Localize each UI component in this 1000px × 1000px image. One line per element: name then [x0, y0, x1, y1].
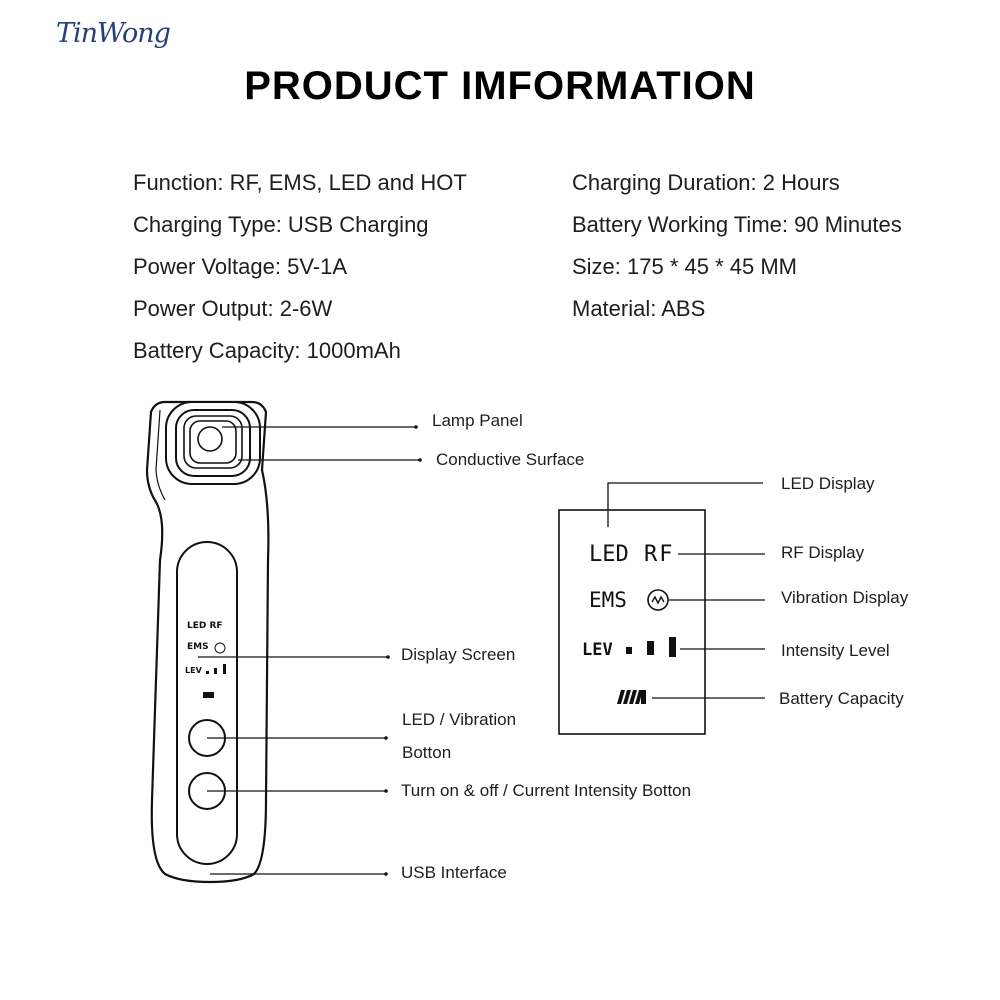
label-power-button: Turn on & off / Current Intensity Botton	[401, 781, 692, 800]
battery-segment-2	[623, 690, 631, 704]
mini-screen-ems: EMS	[187, 642, 209, 652]
mini-level-bar-3	[223, 664, 226, 674]
level-bar-2	[647, 641, 654, 655]
spec-material: Material: ABS	[572, 296, 706, 321]
mini-screen-lev: LEV	[185, 666, 202, 675]
mini-vibration-icon	[214, 642, 226, 654]
callout-dot	[418, 458, 422, 462]
label-conductive-surface: Conductive Surface	[436, 450, 585, 469]
label-intensity-level: Intensity Level	[781, 641, 890, 660]
page-title: PRODUCT IMFORMATION	[244, 64, 756, 108]
battery-segment-1	[617, 690, 625, 704]
label-rf-display: RF Display	[781, 543, 865, 562]
label-lamp-panel: Lamp Panel	[432, 411, 523, 430]
callout-dot	[384, 736, 388, 740]
spec-power-voltage: Power Voltage: 5V-1A	[133, 254, 348, 279]
lcd-ems-text: EMS	[589, 588, 627, 612]
lamp-panel-center	[197, 426, 223, 452]
device-body-inner-edge	[155, 409, 166, 501]
spec-function: Function: RF, EMS, LED and HOT	[133, 170, 467, 195]
spec-power-output: Power Output: 2-6W	[133, 296, 333, 321]
label-usb-interface: USB Interface	[401, 863, 507, 882]
vibration-wave	[651, 595, 665, 605]
mini-level-bar-2	[214, 668, 217, 674]
mini-battery-icon	[203, 692, 214, 698]
level-bar-3	[669, 637, 676, 657]
battery-segment-3	[629, 690, 637, 704]
label-vibration-display: Vibration Display	[781, 588, 909, 607]
mini-level-bar-1	[206, 671, 209, 674]
spec-battery-capacity: Battery Capacity: 1000mAh	[133, 338, 401, 363]
spec-list-left: Function: RF, EMS, LED and HOT Charging …	[133, 162, 467, 372]
callout-dot	[386, 655, 390, 659]
callout-dot	[414, 425, 418, 429]
spec-charging-duration: Charging Duration: 2 Hours	[572, 170, 840, 195]
label-display-screen: Display Screen	[401, 645, 516, 664]
lcd-led-text: LED	[589, 542, 629, 567]
lcd-lev-text: LEV	[582, 640, 613, 660]
vibration-icon	[647, 589, 669, 611]
callout-led-display	[607, 482, 763, 527]
label-led-display: LED Display	[781, 474, 875, 493]
spec-size: Size: 175 * 45 * 45 MM	[572, 254, 798, 279]
spec-list-right: Charging Duration: 2 Hours Battery Worki…	[572, 162, 902, 330]
battery-segment-5	[641, 690, 646, 704]
callout-dot	[384, 872, 388, 876]
spec-charging-type: Charging Type: USB Charging	[133, 212, 429, 237]
label-battery-capacity: Battery Capacity	[779, 689, 904, 708]
mini-screen-led-rf: LED RF	[187, 621, 223, 631]
callout-dot	[384, 789, 388, 793]
spec-battery-time: Battery Working Time: 90 Minutes	[572, 212, 902, 237]
label-led-vibration-botton: Botton	[402, 743, 452, 762]
brand-logo: TinWong	[56, 18, 171, 49]
front-panel	[176, 541, 238, 865]
level-bar-1	[626, 647, 632, 654]
label-led-vibration: LED / Vibration	[402, 710, 517, 729]
battery-icon	[617, 690, 646, 704]
lcd-rf-text: RF	[644, 542, 675, 567]
